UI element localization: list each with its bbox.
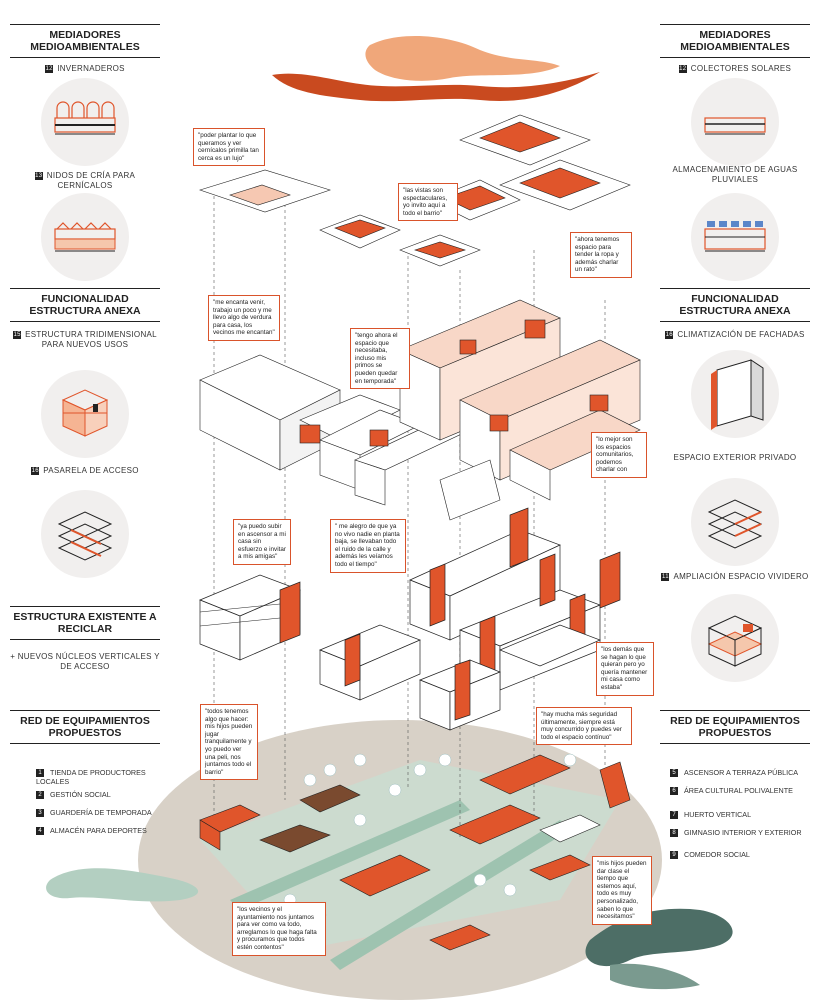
- right-funcionalidad-title: FUNCIONALIDAD ESTRUCTURA ANEXA: [660, 288, 810, 322]
- item-number: 5: [670, 769, 678, 778]
- solar-collector-icon: [691, 78, 779, 166]
- quote-bubble: "ahora tenemos espacio para tender la ro…: [570, 232, 632, 278]
- sky-shape-orange-light: [365, 35, 560, 81]
- right-mediadores-item-2: ALMACENAMIENTO DE AGUAS PLUVIALES: [660, 165, 810, 185]
- item-number: 16: [665, 330, 674, 339]
- item-number: 4: [36, 827, 44, 836]
- item-label: ASCENSOR A TERRAZA PÚBLICA: [684, 768, 799, 777]
- item-label: INVERNADEROS: [57, 64, 125, 73]
- rainwater-icon: [691, 193, 779, 281]
- kestrel-nest-icon: [41, 193, 129, 281]
- private-outdoor-icon: [691, 478, 779, 566]
- left-mediadores-title: MEDIADORES MEDIOAMBIENTALES: [10, 24, 160, 58]
- living-expansion-icon: [691, 594, 779, 682]
- list-item: 4 ALMACÉN PARA DEPORTES: [36, 826, 160, 836]
- green-swirl: [46, 868, 199, 902]
- item-label: ALMACÉN PARA DEPORTES: [50, 826, 147, 835]
- sky-shape-orange-dark: [272, 72, 600, 102]
- green-path-strip: [330, 820, 570, 970]
- item-label: ALMACENAMIENTO DE AGUAS PLUVIALES: [672, 165, 798, 184]
- quote-bubble: "mis hijos pueden dar clase el tiempo qu…: [592, 856, 652, 925]
- item-label: AMPLIACIÓN ESPACIO VIVIDERO: [673, 572, 809, 581]
- greenhouse-icon: [41, 78, 129, 166]
- item-label: NIDOS DE CRÍA PARA CERNÍCALOS: [46, 171, 136, 190]
- list-item: 7 HUERTO VERTICAL: [670, 810, 820, 820]
- item-label: HUERTO VERTICAL: [684, 810, 752, 819]
- item-number: 6: [670, 787, 678, 796]
- item-number: 12: [678, 64, 687, 73]
- item-number: 1: [36, 769, 44, 778]
- quote-bubble: " me alegro de que ya no vivo nadie en p…: [330, 519, 406, 573]
- quote-bubble: "los vecinos y el ayuntamiento nos junta…: [232, 902, 326, 956]
- ground-equipment-level: [199, 754, 631, 951]
- item-label: GIMNASIO INTERIOR Y EXTERIOR: [684, 828, 802, 837]
- list-item: 3 GUARDERÍA DE TEMPORADA: [36, 808, 160, 818]
- facade-climate-icon: [691, 350, 779, 438]
- ground-trees: [283, 753, 577, 922]
- right-mediadores-title: MEDIADORES MEDIOAMBIENTALES: [660, 24, 810, 58]
- item-number: 8: [670, 829, 678, 838]
- item-label: ESTRUCTURA TRIDIMENSIONAL PARA NUEVOS US…: [25, 330, 157, 349]
- item-number: 13: [34, 171, 43, 180]
- item-number: 9: [670, 851, 678, 860]
- green-path-strip: [230, 800, 470, 910]
- walkway-icon: [41, 490, 129, 578]
- left-red-title: RED DE EQUIPAMIENTOS PROPUESTOS: [10, 710, 160, 744]
- right-funcionalidad-item-2: ESPACIO EXTERIOR PRIVADO: [660, 453, 810, 463]
- item-label: GUARDERÍA DE TEMPORADA: [50, 808, 152, 817]
- item-label: CLIMATIZACIÓN DE FACHADAS: [677, 330, 805, 339]
- item-label: ESPACIO EXTERIOR PRIVADO: [673, 453, 797, 462]
- quote-bubble: "las vistas son espectaculares, yo invit…: [398, 183, 458, 222]
- item-label: GESTIÓN SOCIAL: [50, 790, 111, 799]
- left-existente-title: ESTRUCTURA EXISTENTE A RECICLAR: [10, 606, 160, 640]
- frame-structure-icon: [41, 370, 129, 458]
- list-item: 9 COMEDOR SOCIAL: [670, 850, 820, 860]
- item-number: 7: [670, 811, 678, 820]
- left-funcionalidad-title: FUNCIONALIDAD ESTRUCTURA ANEXA: [10, 288, 160, 322]
- item-label: TIENDA DE PRODUCTORES LOCALES: [36, 768, 146, 787]
- quote-bubble: "los demás que se hagan lo que quieran p…: [596, 642, 654, 696]
- list-item: 8 GIMNASIO INTERIOR Y EXTERIOR: [670, 828, 820, 838]
- left-existente-subtitle: + NUEVOS NÚCLEOS VERTICALES Y DE ACCESO: [10, 652, 160, 671]
- item-number: 16: [31, 466, 40, 475]
- quote-bubble: "ya puedo subir en ascensor a mi casa si…: [233, 519, 291, 565]
- item-label: COMEDOR SOCIAL: [684, 850, 750, 859]
- quote-bubble: "tengo ahora el espacio que necesitaba, …: [350, 328, 410, 390]
- list-item: 5 ASCENSOR A TERRAZA PÚBLICA: [670, 768, 820, 778]
- quote-bubble: "me encanta venir, trabajo un poco y me …: [208, 295, 280, 341]
- quote-bubble: "hay mucha más seguridad últimamente, si…: [536, 707, 632, 746]
- item-label: PASARELA DE ACCESO: [43, 466, 139, 475]
- item-number: 3: [36, 809, 44, 818]
- list-item: 2 GESTIÓN SOCIAL: [36, 790, 160, 800]
- item-label: COLECTORES SOLARES: [690, 64, 792, 73]
- item-number: 2: [36, 791, 44, 800]
- annex-level: [199, 299, 641, 521]
- item-number: 15: [13, 330, 22, 339]
- list-item: 6 ÁREA CULTURAL POLIVALENTE: [670, 786, 820, 796]
- item-label: ÁREA CULTURAL POLIVALENTE: [684, 786, 793, 795]
- existing-structure-level: [199, 507, 621, 731]
- quote-bubble: "lo mejor son los espacios comunitarios,…: [591, 432, 647, 478]
- item-number: 12: [45, 64, 54, 73]
- right-red-title: RED DE EQUIPAMIENTOS PROPUESTOS: [660, 710, 810, 744]
- quote-bubble: "poder plantar lo que queramos y ver cer…: [193, 128, 265, 167]
- green-swirl-dark: [610, 963, 700, 990]
- item-number: 11: [661, 572, 670, 581]
- quote-bubble: "todos tenemos algo que hacer: mis hijos…: [200, 704, 258, 781]
